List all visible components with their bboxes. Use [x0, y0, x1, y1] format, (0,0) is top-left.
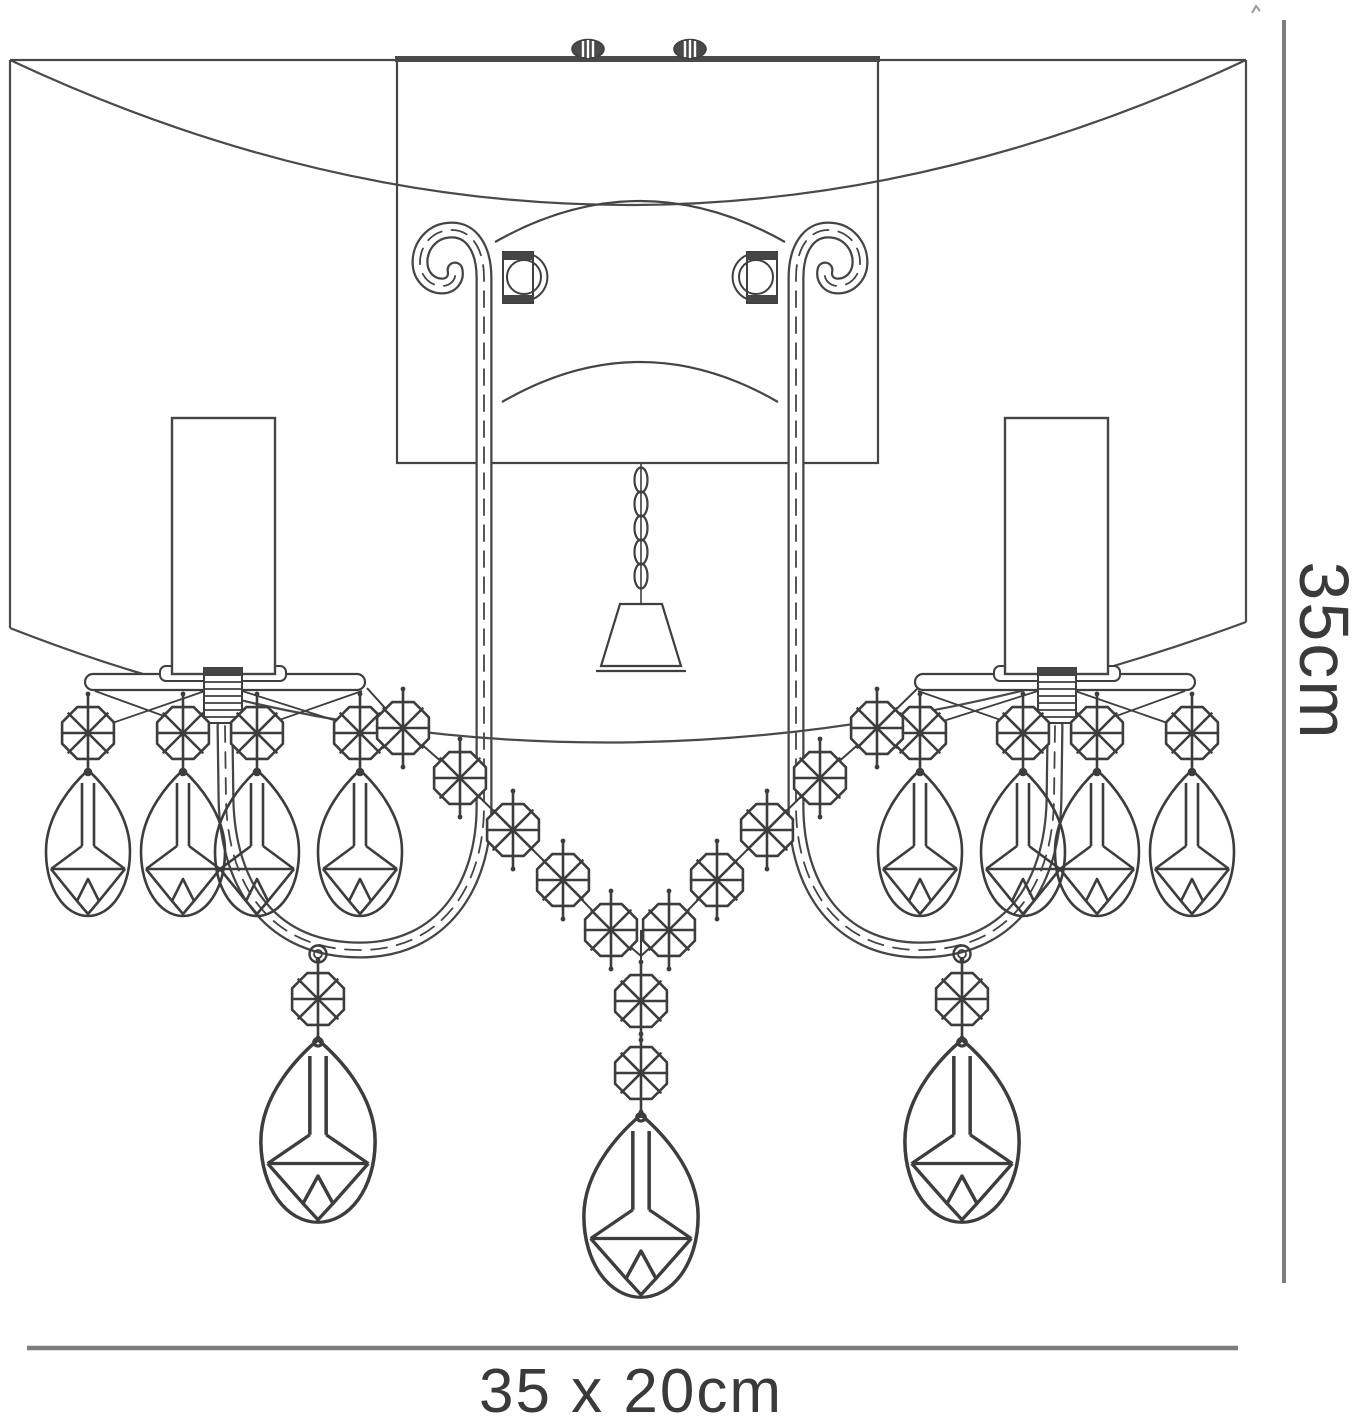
backplate-arch [501, 360, 779, 403]
octagon-crystal-buttons [60, 685, 1220, 1116]
scrolled-candle-arms [216, 221, 1064, 959]
footprint-dimension-label: 35 x 20cm [479, 1357, 783, 1426]
left-fitting [502, 251, 549, 304]
arm-fittings [502, 251, 778, 304]
candle-assemblies [83, 416, 1197, 734]
right-scroll-teardrop [905, 1039, 1019, 1223]
centre-teardrop [584, 1114, 698, 1298]
shade-front-rim [9, 59, 1247, 206]
left-candle-socket [203, 667, 243, 724]
screw-icon [672, 38, 708, 60]
right-candle-socket [1037, 667, 1077, 724]
left-scroll-teardrop [261, 1039, 375, 1223]
hook-arch [494, 199, 786, 243]
bell-finial [599, 602, 683, 668]
dimension-annotations: 35cm 35 x 20cm [27, 4, 1360, 1426]
centre-chain-with-bell-finial [596, 463, 686, 673]
left-candle-sleeve [170, 416, 277, 676]
right-fitting [731, 251, 778, 304]
rectangular-backplate [395, 56, 880, 465]
right-candle-sleeve [1003, 416, 1110, 676]
screw-icon [570, 38, 606, 60]
mounting-bar [395, 56, 880, 62]
mounting-screws [570, 38, 708, 60]
height-dimension-label: 35cm [1285, 561, 1360, 740]
stray-mark [1251, 4, 1261, 14]
